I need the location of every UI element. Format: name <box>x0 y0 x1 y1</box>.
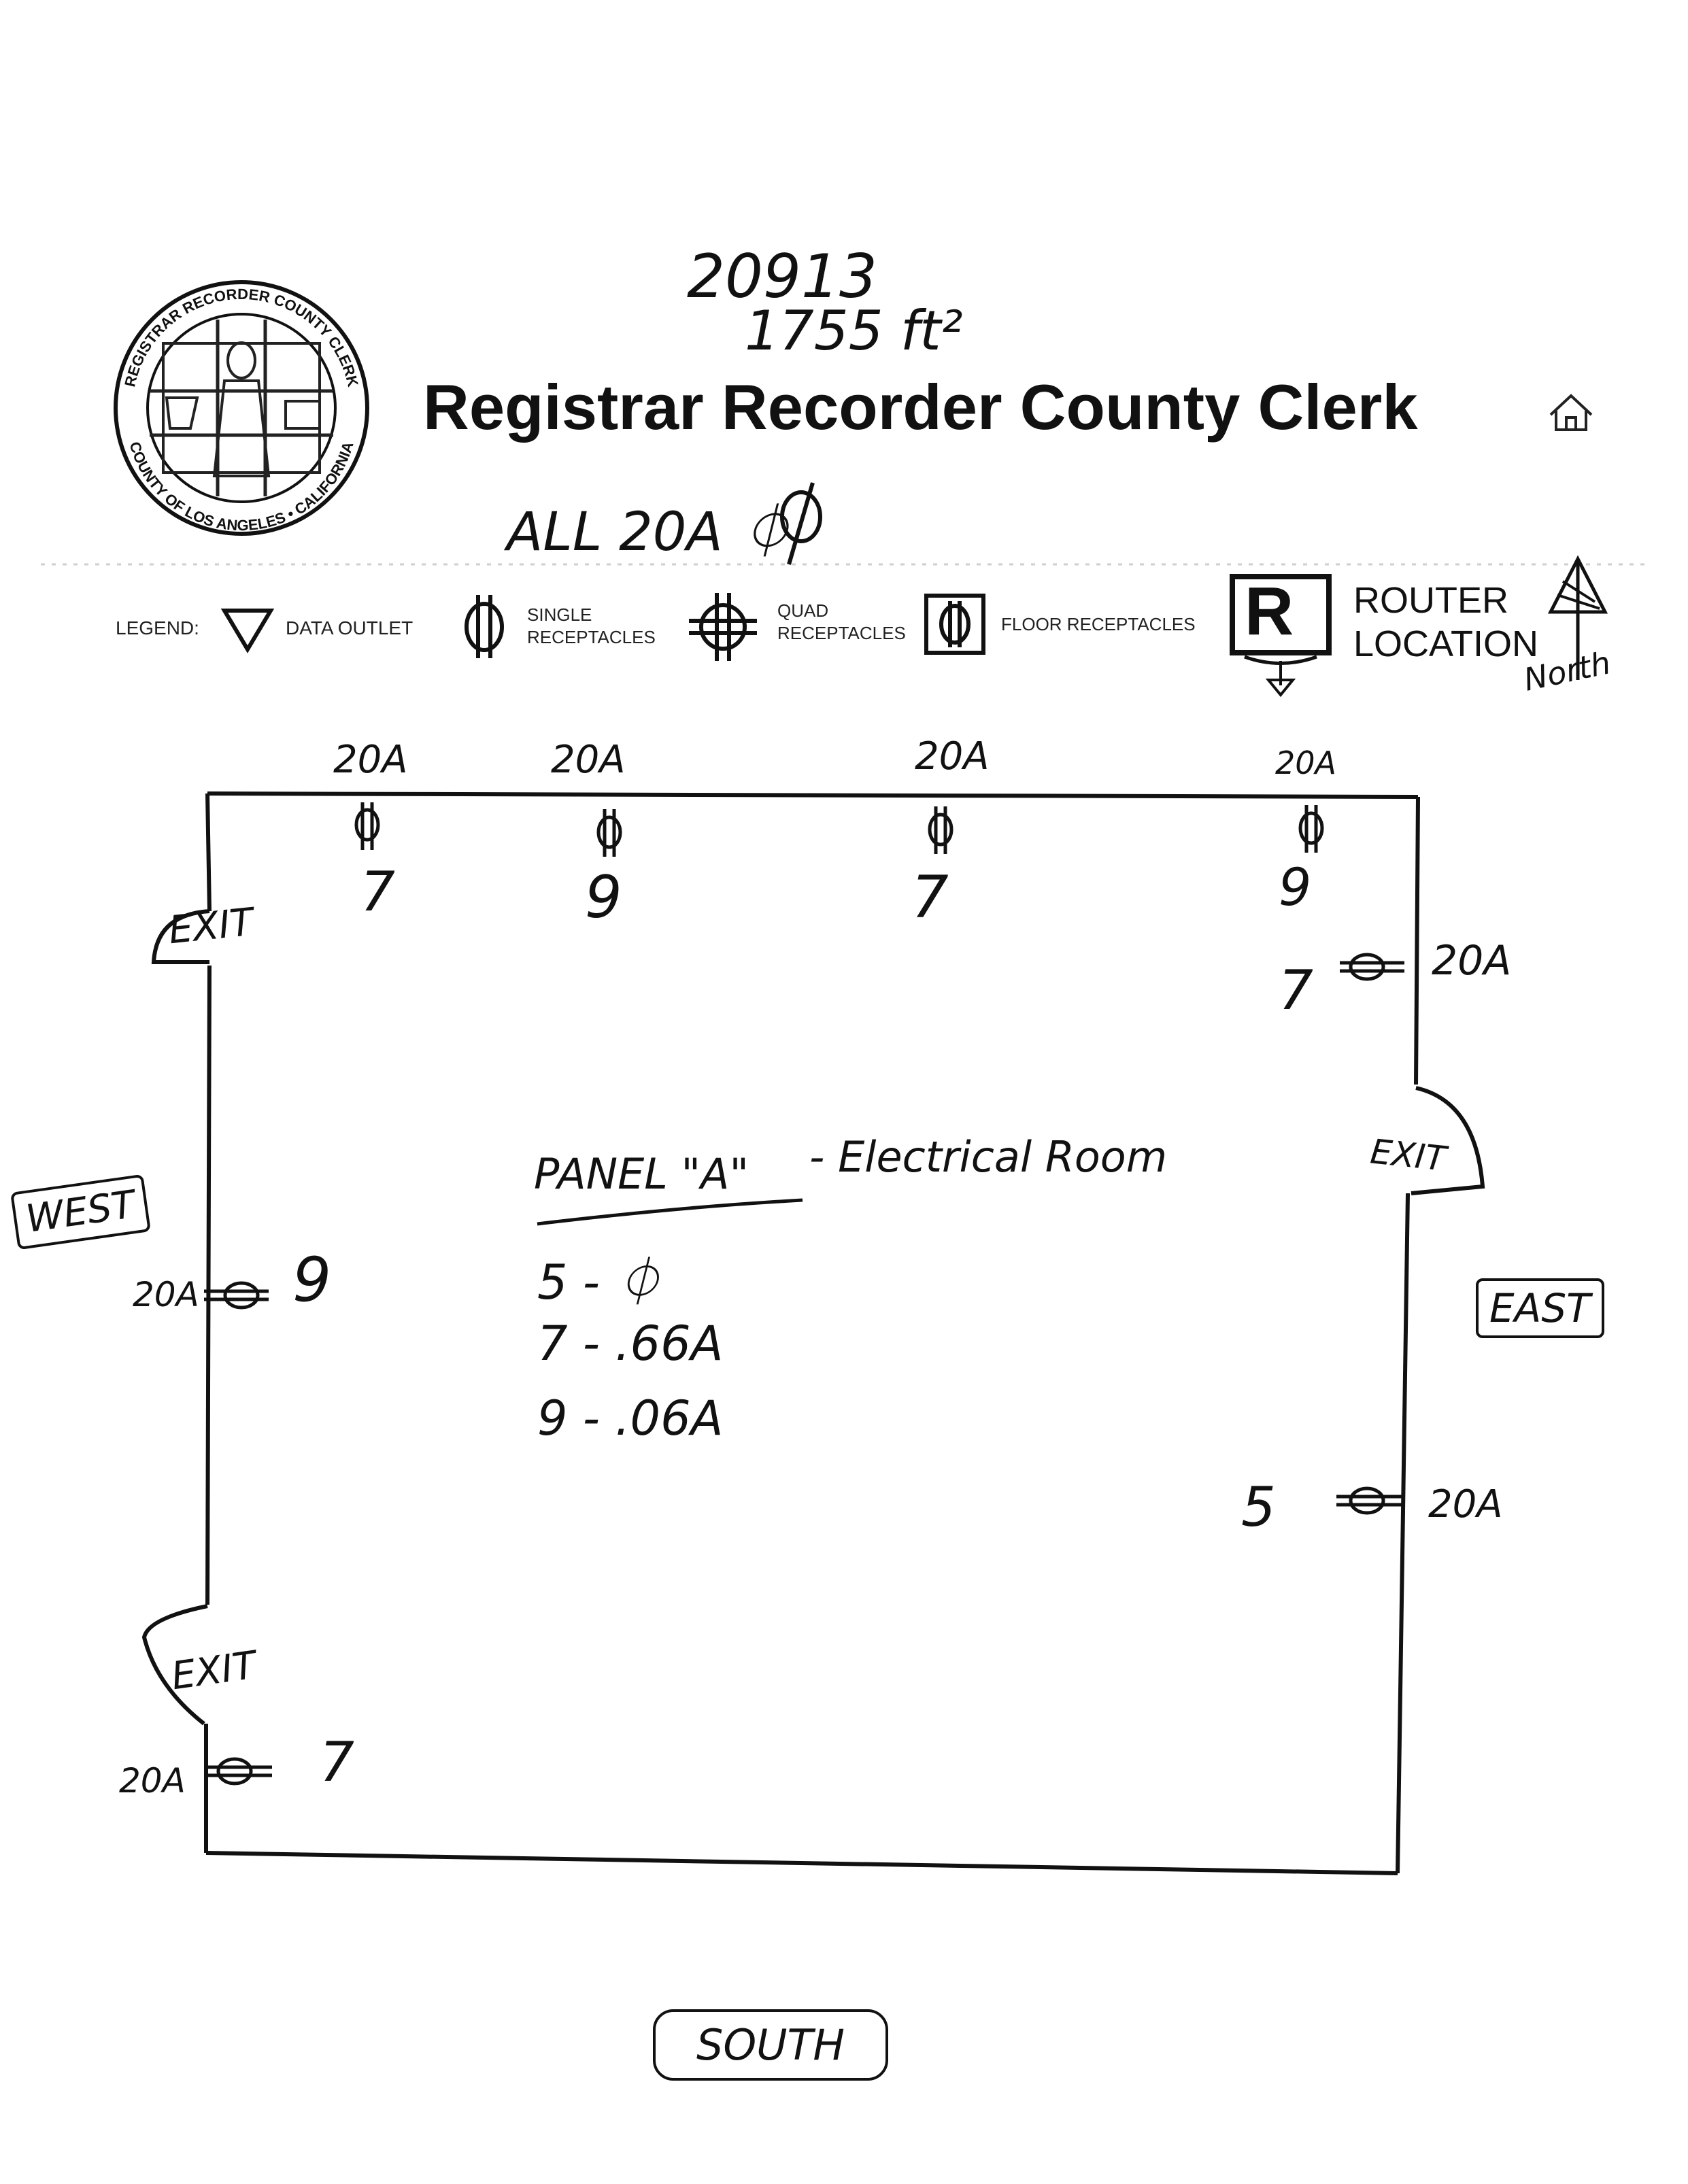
top-receptacle-symbols <box>354 802 1324 857</box>
top-receptacle-1-amps: 20A <box>333 738 408 782</box>
phase-symbol <box>780 482 822 565</box>
side-receptacle-symbols <box>204 953 1404 1786</box>
exit-door-arc-sw <box>141 1604 208 1726</box>
legend-single: SINGLE RECEPTACLES <box>527 604 656 648</box>
panel-line-3: 9 - .06A <box>537 1390 724 1446</box>
quad-receptacle-icon <box>689 593 757 661</box>
panel-underline <box>537 1198 803 1226</box>
floor-receptacle-icon <box>924 594 985 655</box>
top-receptacle-1-circuit: 7 <box>360 860 395 923</box>
west-mid-amps: 20A <box>133 1275 199 1314</box>
data-outlet-icon <box>220 609 275 653</box>
exit-door-arc-nw <box>151 909 210 964</box>
router-symbol: R <box>1245 573 1294 649</box>
exit-label-e: EXIT <box>1368 1131 1448 1179</box>
panel-location: - Electrical Room <box>809 1132 1168 1182</box>
east-upper-amps: 20A <box>1432 937 1512 985</box>
room-outline <box>141 791 1485 1875</box>
top-receptacle-4-amps: 20A <box>1275 745 1337 781</box>
west-low-circuit: 7 <box>320 1730 354 1794</box>
panel-line-2: 7 - .66A <box>537 1316 724 1371</box>
west-mid-circuit: 9 <box>292 1244 332 1316</box>
top-receptacle-3-amps: 20A <box>915 734 990 779</box>
legend-label: LEGEND: <box>116 617 199 638</box>
seal-text-top: REGISTRAR RECORDER COUNTY CLERK <box>121 286 362 388</box>
home-icon <box>1549 394 1593 431</box>
legend-single-line2: RECEPTACLES <box>527 626 656 647</box>
exit-door-arc-e <box>1411 1086 1485 1195</box>
legend-data-outlet: DATA OUTLET <box>286 617 413 638</box>
legend-single-line1: SINGLE <box>527 604 592 625</box>
header-note: ALL 20A ⏀ <box>507 502 793 563</box>
legend-router: ROUTER LOCATION <box>1353 579 1538 666</box>
panel-title: PANEL "A" <box>534 1149 749 1199</box>
legend-symbols <box>220 555 1608 698</box>
single-receptacle-icon <box>465 595 504 658</box>
room-number: 20913 <box>687 241 877 311</box>
legend-floor: FLOOR RECEPTACLES <box>1001 614 1196 634</box>
top-receptacle-3-circuit: 7 <box>911 864 949 932</box>
room-area: 1755 ft² <box>745 299 963 362</box>
top-receptacle-2-amps: 20A <box>551 738 626 782</box>
legend-quad-line2: RECEPTACLES <box>777 622 906 643</box>
north-arrow-icon <box>1547 555 1608 680</box>
east-upper-circuit: 7 <box>1279 959 1313 1022</box>
router-location-icon <box>1230 574 1332 698</box>
east-lower-amps: 20A <box>1428 1482 1503 1526</box>
page-title: Registrar Recorder County Clerk <box>423 371 1418 443</box>
top-receptacle-4-circuit: 9 <box>1279 857 1312 917</box>
west-low-amps: 20A <box>119 1761 186 1801</box>
legend-router-line2: LOCATION <box>1353 623 1539 664</box>
legend-quad-line1: QUAD <box>777 600 829 621</box>
legend-router-line1: ROUTER <box>1353 580 1508 621</box>
panel-line-1: 5 - ⏀ <box>537 1255 663 1310</box>
top-receptacle-2-circuit: 9 <box>585 864 622 932</box>
east-label: EAST <box>1476 1278 1604 1338</box>
east-lower-circuit: 5 <box>1241 1475 1276 1539</box>
south-label: SOUTH <box>653 2009 889 2081</box>
exit-label-nw: EXIT <box>166 900 256 953</box>
legend-quad: QUAD RECEPTACLES <box>777 600 906 644</box>
county-seal <box>114 280 369 536</box>
